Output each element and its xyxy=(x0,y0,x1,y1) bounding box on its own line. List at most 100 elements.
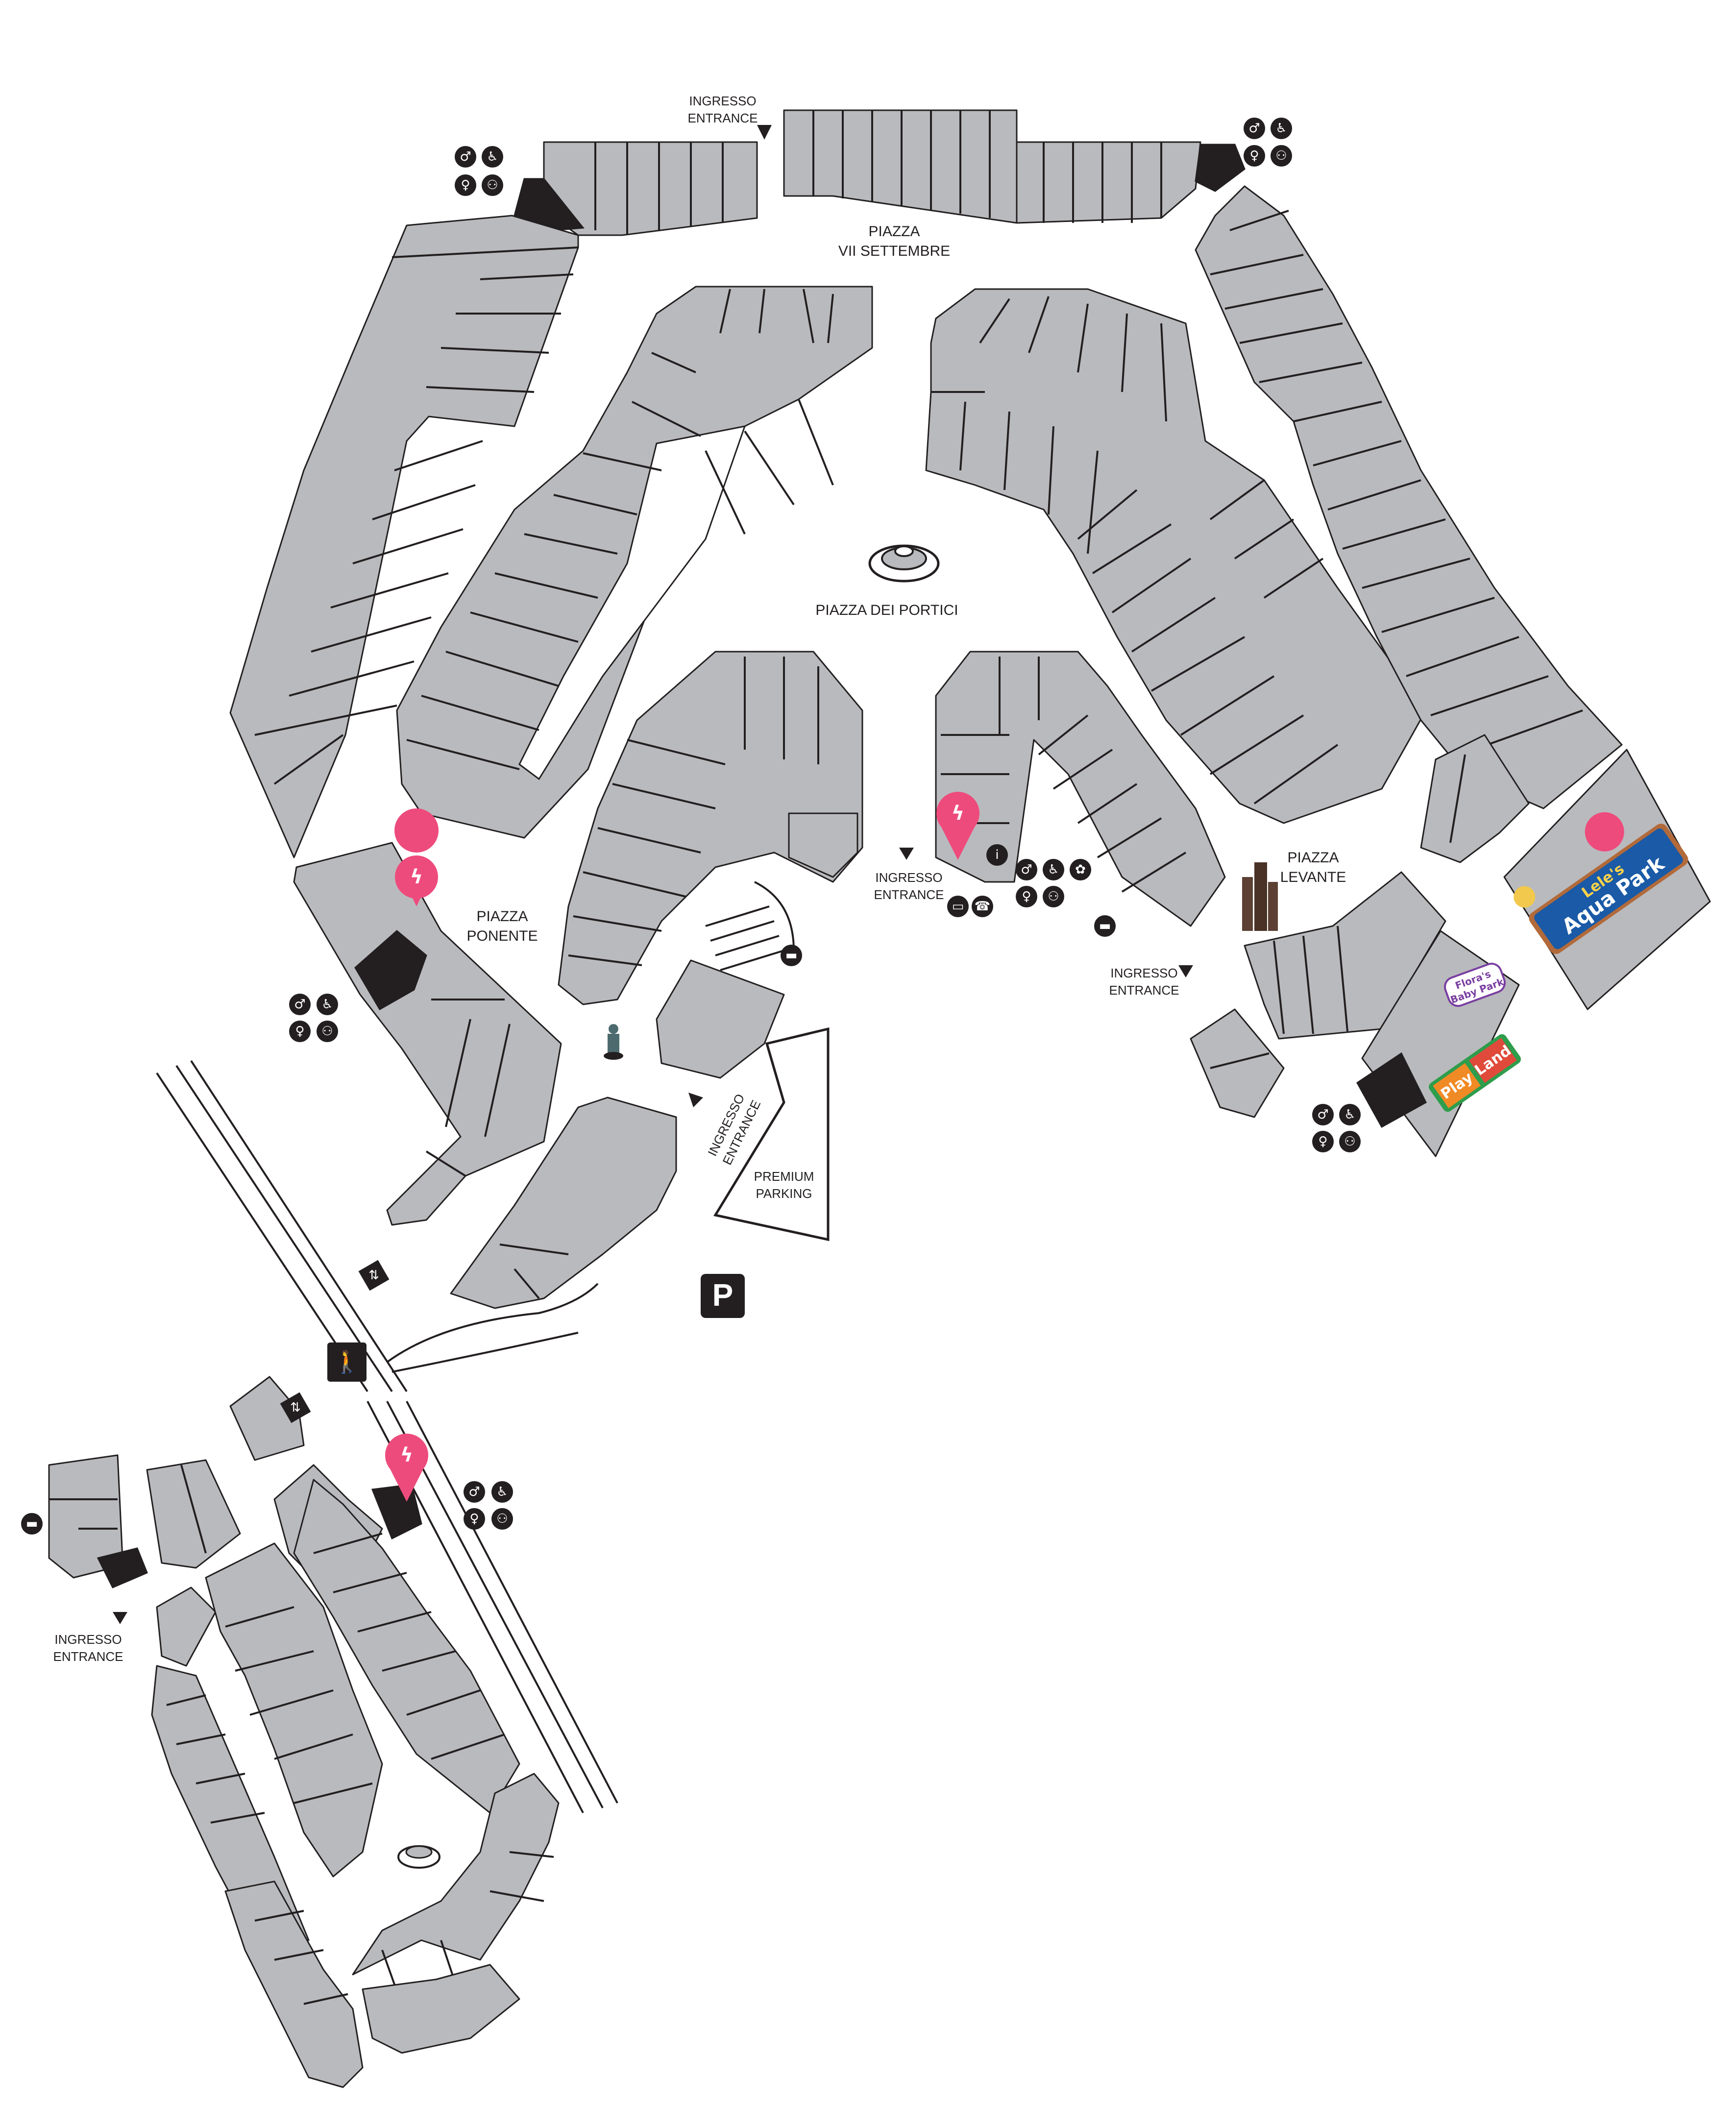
restroom-cluster-ponente: ♂ ♿ ♀ ⚇ xyxy=(289,994,338,1042)
svg-text:ENTRANCE: ENTRANCE xyxy=(53,1649,123,1664)
female-restroom-icon: ♀ xyxy=(1249,148,1259,163)
parking-icon: P xyxy=(701,1274,745,1318)
accessible-restroom-icon: ♿ xyxy=(1275,121,1287,136)
svg-text:INGRESSO: INGRESSO xyxy=(54,1632,122,1647)
accessible-restroom-icon: ♿ xyxy=(1048,862,1059,877)
pedestrian-bridge-icon: 🚶 xyxy=(327,1342,367,1382)
lightning-pin-icon: ϟ xyxy=(936,792,979,860)
restroom-cluster-playland: ♂ ♿ ♀ ⚇ xyxy=(1312,1104,1361,1152)
piazza-dei-portici-label: PIAZZA DEI PORTICI xyxy=(815,602,958,618)
square-labels: PIAZZA VII SETTEMBRE PIAZZA DEI PORTICI … xyxy=(466,223,1346,944)
north-center-shops xyxy=(783,109,1018,224)
elevator-icon: ⇅ xyxy=(280,1392,311,1423)
entrance-north: INGRESSO ENTRANCE xyxy=(687,94,772,140)
male-restroom-icon: ♂ xyxy=(1317,1107,1328,1122)
svg-text:▬: ▬ xyxy=(1099,919,1111,933)
entrance-arrow xyxy=(113,1612,127,1624)
svg-text:INGRESSO: INGRESSO xyxy=(689,94,756,108)
accessible-restroom-icon: ♿ xyxy=(496,1485,508,1499)
female-restroom-icon: ♀ xyxy=(461,178,470,193)
svg-text:INGRESSO: INGRESSO xyxy=(875,870,942,885)
entrance-arrow xyxy=(899,848,914,860)
piazza-vii-settembre-label-2: VII SETTEMBRE xyxy=(838,243,950,259)
svg-text:P: P xyxy=(712,1277,734,1313)
piazza-ponente-label-2: PONENTE xyxy=(466,928,538,944)
accessible-restroom-icon: ♿ xyxy=(1344,1107,1355,1122)
play-land-logo: Play Land xyxy=(1429,1034,1521,1112)
svg-text:▬: ▬ xyxy=(26,1516,38,1531)
fountain-icon xyxy=(397,1845,440,1869)
svg-text:ϟ: ϟ xyxy=(952,802,964,825)
levante-shops xyxy=(1190,871,1446,1118)
svg-text:⇅: ⇅ xyxy=(368,1268,379,1283)
baby-change-icon: ⚇ xyxy=(487,178,498,193)
ponente-shops xyxy=(293,842,562,1226)
premium-parking-area: PREMIUM PARKING xyxy=(713,1027,830,1242)
bus-stop-icon: ▬ xyxy=(781,945,802,966)
tower-icon xyxy=(1242,862,1278,931)
svg-text:ϟ: ϟ xyxy=(410,866,423,888)
elevator-icon: ⇅ xyxy=(358,1260,390,1291)
atm-icon: ▭ xyxy=(952,899,964,914)
svg-text:⇅: ⇅ xyxy=(290,1400,301,1415)
accessible-restroom-icon: ♿ xyxy=(321,997,333,1012)
female-restroom-icon: ♀ xyxy=(469,1512,479,1526)
south-mall-shops xyxy=(48,1376,560,2088)
svg-text:ENTRANCE: ENTRANCE xyxy=(687,111,758,125)
svg-text:ENTRANCE: ENTRANCE xyxy=(874,887,944,902)
west-wing-shops xyxy=(229,178,585,858)
baby-change-icon: ⚇ xyxy=(1344,1134,1355,1149)
entrance-arrow xyxy=(688,1093,703,1107)
info-icon: i xyxy=(995,848,999,862)
female-restroom-icon: ♀ xyxy=(295,1024,304,1039)
accessible-restroom-icon: ♿ xyxy=(487,149,498,164)
piazza-vii-settembre-label: PIAZZA xyxy=(868,223,920,240)
railway-lines xyxy=(156,1060,618,1813)
restroom-cluster-nw: ♂ ♿ ♀ ⚇ xyxy=(455,146,503,196)
restroom-cluster-south: ♂ ♿ ♀ ⚇ xyxy=(464,1481,513,1530)
male-restroom-icon: ♂ xyxy=(460,149,471,164)
female-restroom-icon: ♀ xyxy=(1318,1134,1327,1149)
service-cluster-center: i ♂ ♿ ✿ ♀ ⚇ ▭ ☎ xyxy=(947,844,1091,917)
lost-found-icon: ✿ xyxy=(1075,862,1086,877)
svg-text:🚶: 🚶 xyxy=(334,1350,361,1375)
baby-change-icon: ⚇ xyxy=(1048,889,1059,904)
statue-icon xyxy=(604,1024,623,1060)
piazza-levante-label-2: LEVANTE xyxy=(1280,869,1346,885)
male-restroom-icon: ♂ xyxy=(294,997,305,1012)
premium-parking-label-2: PARKING xyxy=(756,1186,812,1201)
restroom-cluster-ne: ♂ ♿ ♀ ⚇ xyxy=(1244,118,1292,167)
baby-change-icon: ⚇ xyxy=(321,1024,333,1039)
lightning-pin-icon: ϟ xyxy=(385,1434,428,1502)
north-left-shops xyxy=(543,141,758,236)
bus-stop-icon: ▬ xyxy=(1094,915,1116,937)
female-restroom-icon: ♀ xyxy=(1022,889,1031,904)
north-right-shops xyxy=(1016,141,1246,224)
entrance-arrow xyxy=(1178,965,1193,977)
entrance-center: INGRESSO ENTRANCE xyxy=(874,848,944,902)
lightning-pin-icon: ϟ xyxy=(394,808,439,906)
piazza-ponente-label: PIAZZA xyxy=(476,908,528,925)
male-restroom-icon: ♂ xyxy=(1021,862,1032,877)
svg-text:▬: ▬ xyxy=(785,948,798,963)
entrance-arrow xyxy=(757,125,772,140)
male-restroom-icon: ♂ xyxy=(468,1485,480,1499)
entrance-levante: INGRESSO ENTRANCE xyxy=(1109,965,1193,998)
fountain-icon xyxy=(868,544,940,583)
center-left-shops xyxy=(558,651,863,1005)
phone-icon: ☎ xyxy=(975,899,990,914)
premium-parking-label: PREMIUM xyxy=(754,1169,814,1184)
inner-left-arc-shops xyxy=(396,286,873,839)
piazza-levante-label: PIAZZA xyxy=(1287,850,1339,866)
baby-change-icon: ⚇ xyxy=(496,1512,508,1526)
parking-stalls xyxy=(705,881,795,971)
center-south-shops xyxy=(450,959,785,1309)
bus-stop-icon: ▬ xyxy=(21,1513,43,1535)
baby-change-icon: ⚇ xyxy=(1275,148,1287,163)
svg-text:INGRESSO: INGRESSO xyxy=(1110,966,1177,980)
entrance-south-mall: INGRESSO ENTRANCE xyxy=(53,1612,127,1664)
inner-right-arc-shops xyxy=(925,288,1427,824)
svg-text:ENTRANCE: ENTRANCE xyxy=(1109,983,1179,998)
male-restroom-icon: ♂ xyxy=(1248,121,1260,136)
